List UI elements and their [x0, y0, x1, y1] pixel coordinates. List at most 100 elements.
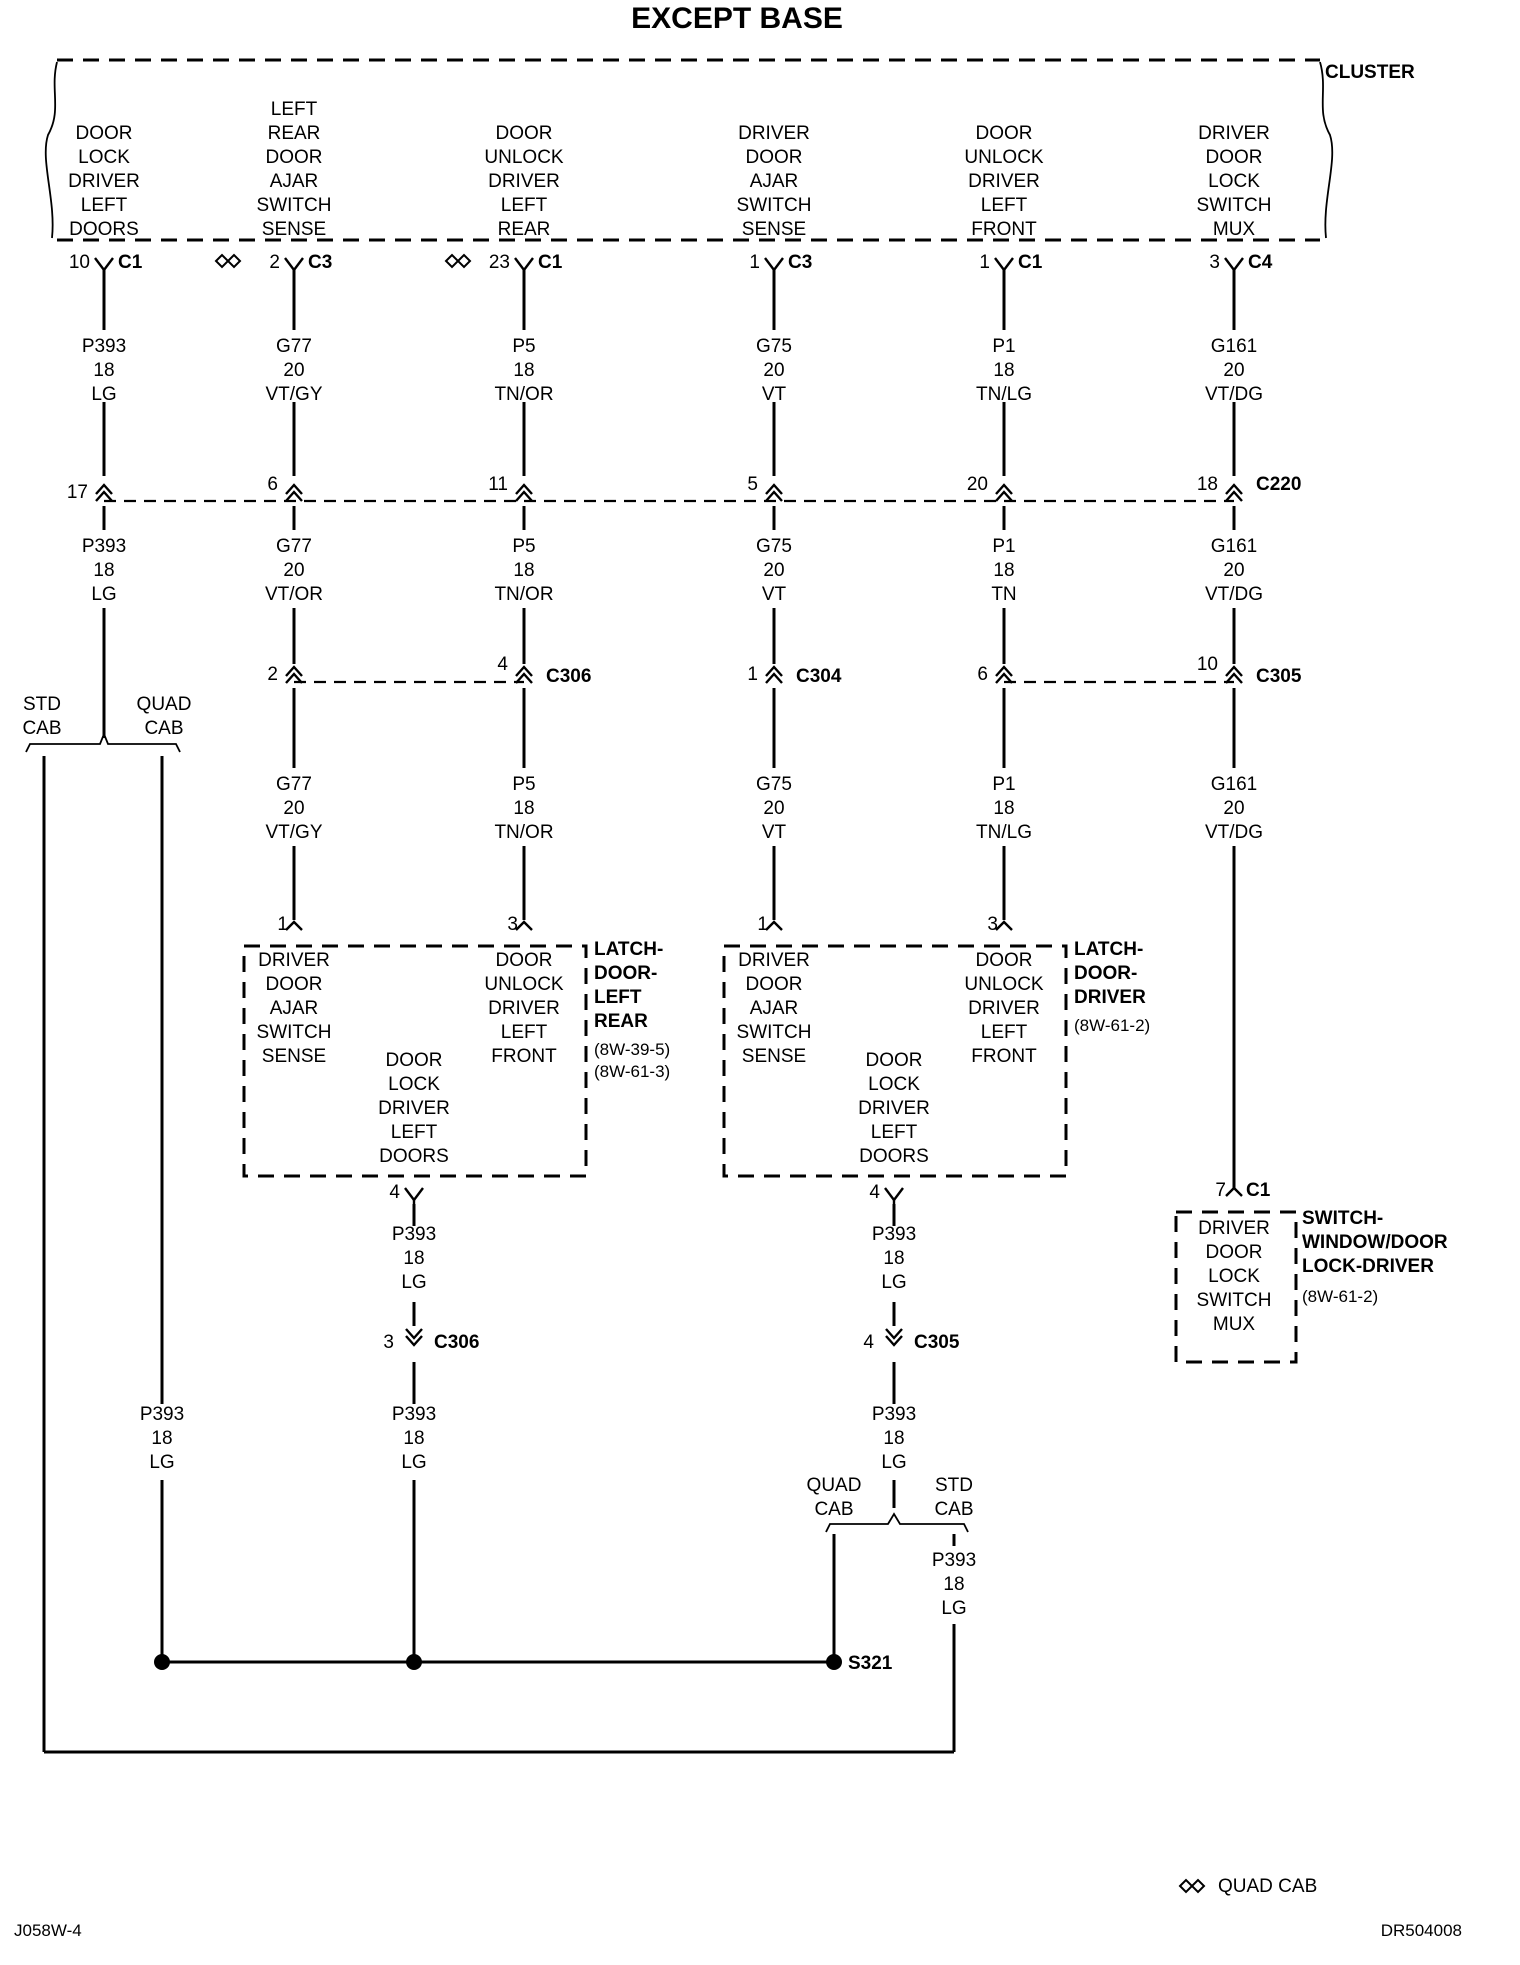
wire-upper-5-line-1: P1 — [992, 336, 1015, 357]
cluster-col-5-line-2: UNLOCK — [964, 147, 1044, 168]
wire-mid-2-line-1: G77 — [276, 536, 312, 557]
cab-split-left-quad-1: QUAD — [137, 694, 192, 715]
latchDR-func3-line-5: FRONT — [971, 1046, 1037, 1067]
cluster-pin-5: 1 — [979, 252, 990, 273]
cab-split-right-std-1: STD — [935, 1475, 973, 1496]
c306-lower-pin: 3 — [383, 1332, 394, 1353]
cluster-conn-3: C1 — [538, 252, 563, 273]
wire-upper-1-line-3: LG — [91, 384, 116, 405]
wire-mid-4-line-2: 20 — [763, 560, 784, 581]
c220-symbol-6-top — [1225, 483, 1243, 495]
latchLR-func1-line-4: SWITCH — [257, 1022, 332, 1043]
cluster-pin-4: 1 — [749, 252, 760, 273]
wire-mid-3-line-1: P5 — [512, 536, 535, 557]
latchDR-pin4-symbol — [884, 1187, 904, 1202]
c220-symbol-1-bottom — [95, 490, 113, 502]
wire-lower-1-line-2: 20 — [283, 798, 304, 819]
wire-mid-1-line-1: P393 — [82, 536, 126, 557]
c220-label: C220 — [1256, 474, 1301, 495]
c220-symbol-3-bottom — [515, 490, 533, 502]
wire-bottom-mid-line-3: LG — [401, 1452, 426, 1473]
cluster-label: CLUSTER — [1325, 62, 1415, 83]
latchLR-pin4-symbol — [404, 1187, 424, 1202]
cluster-col-1-line-4: LEFT — [81, 195, 128, 216]
latchLR-ref-1: (8W-39-5) — [594, 1040, 670, 1059]
cab-split-left — [25, 731, 181, 1752]
wire-mid-5-line-2: 18 — [993, 560, 1014, 581]
cab-split-left-quad-2: CAB — [144, 718, 183, 739]
wire-mid-5-line-1: P1 — [992, 536, 1015, 557]
latchLR-func4-line-2: LOCK — [388, 1074, 440, 1095]
cluster-col-4-line-2: DOOR — [746, 147, 803, 168]
switch-func-line-4: SWITCH — [1197, 1290, 1272, 1311]
c220-symbol-5-bottom — [995, 490, 1013, 502]
latchDR-func1-line-2: DOOR — [746, 974, 803, 995]
cluster-col-3-line-2: UNLOCK — [484, 147, 564, 168]
cluster-pin-symbol-3 — [514, 257, 534, 272]
latchLR-pin3: 3 — [507, 914, 518, 935]
cluster-col-3-line-3: DRIVER — [488, 171, 560, 192]
latchDR-func1-line-3: AJAR — [750, 998, 799, 1019]
wire-upper-5-line-2: 18 — [993, 360, 1014, 381]
latchDR-func1-line-1: DRIVER — [738, 950, 810, 971]
cab-split-right-std-2: CAB — [934, 1499, 973, 1520]
footer-right-code: DR504008 — [1381, 1921, 1462, 1940]
latchDR-func4-line-3: DRIVER — [858, 1098, 930, 1119]
quad-cab-legend-icon — [1178, 1878, 1206, 1894]
c220-pin-2: 6 — [267, 474, 278, 495]
row2-symbol-5-top — [1225, 665, 1243, 677]
c220-pin-4: 5 — [747, 474, 758, 495]
wire-bottom-mid-line-1: P393 — [392, 1404, 436, 1425]
quad-cab-marker-2-b — [226, 253, 242, 269]
latchLR-func4-line-3: DRIVER — [378, 1098, 450, 1119]
latchDR-func4-line-4: LEFT — [871, 1122, 918, 1143]
cluster-col-4-line-4: SWITCH — [737, 195, 812, 216]
latchDR-ref-1: (8W-61-2) — [1074, 1016, 1150, 1035]
wire-lower-5-line-2: 20 — [1223, 798, 1244, 819]
wire-upper-5-line-3: TN/LG — [976, 384, 1032, 405]
cluster-col-2-line-1: LEFT — [271, 99, 318, 120]
wire-upper-6-line-1: G161 — [1211, 336, 1257, 357]
wire-bottom-left-line-1: P393 — [140, 1404, 184, 1425]
wire-upper-3-line-3: TN/OR — [494, 384, 553, 405]
latchDR-pin3: 3 — [987, 914, 998, 935]
row2-symbol-5-bottom — [1225, 672, 1243, 684]
switch-name-2: WINDOW/DOOR — [1302, 1232, 1448, 1253]
latchLR-func1-line-1: DRIVER — [258, 950, 330, 971]
c305-lower-label: C305 — [914, 1332, 960, 1353]
latchLR-func1-line-2: DOOR — [266, 974, 323, 995]
wires-below-c220 — [102, 506, 1236, 738]
cluster-conn-1: C1 — [118, 252, 143, 273]
c220-symbol-4-bottom — [765, 490, 783, 502]
switch-ref-1: (8W-61-2) — [1302, 1287, 1378, 1306]
wire-labels-middle: P39318LGG7720VT/ORP518TN/ORG7520VTP118TN… — [82, 536, 1263, 605]
switch-name-1: SWITCH- — [1302, 1208, 1383, 1229]
latchDR-func1-line-5: SENSE — [742, 1046, 806, 1067]
latchLR-name-2: DOOR- — [594, 963, 657, 984]
row2-symbol-4-top — [995, 665, 1013, 677]
cluster-conn-4: C3 — [788, 252, 812, 273]
latchDR-func3-line-4: LEFT — [981, 1022, 1028, 1043]
row2-pin-4: 6 — [977, 664, 988, 685]
cluster-pin-symbol-2 — [284, 257, 304, 272]
wire-lower-2-line-3: TN/OR — [494, 822, 553, 843]
cluster-box — [44, 58, 1334, 242]
wire-bottom-left-line-2: 18 — [151, 1428, 172, 1449]
wire-latch-lr-out-line-2: 18 — [403, 1248, 424, 1269]
cluster-col-2-line-3: DOOR — [266, 147, 323, 168]
cab-split-right-quad-1: QUAD — [807, 1475, 862, 1496]
cluster-col-1-line-5: DOORS — [69, 219, 139, 240]
wire-bottom-mid-line-2: 18 — [403, 1428, 424, 1449]
wire-labels-lower: G7720VT/GYP518TN/ORG7520VTP118TN/LGG1612… — [265, 774, 1263, 843]
cluster-col-3-line-4: LEFT — [501, 195, 548, 216]
quad-cab-marker-3-b — [456, 253, 472, 269]
latchLR-func3-line-5: FRONT — [491, 1046, 557, 1067]
wire-lower-5-line-1: G161 — [1211, 774, 1257, 795]
quad-cab-marker-2-a — [214, 253, 230, 269]
latchDR-pin3-symbol — [995, 920, 1013, 931]
cab-split-right-quad-2: CAB — [814, 1499, 853, 1520]
latchDR-func3-line-2: UNLOCK — [964, 974, 1044, 995]
